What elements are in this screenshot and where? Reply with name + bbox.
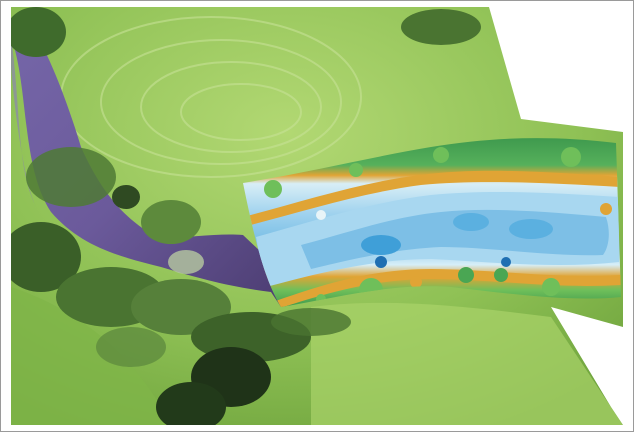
riparian-vegetation <box>11 7 481 425</box>
aerial-map <box>11 7 623 425</box>
bathymetry-overlay <box>243 138 621 307</box>
river-channel <box>11 27 281 307</box>
